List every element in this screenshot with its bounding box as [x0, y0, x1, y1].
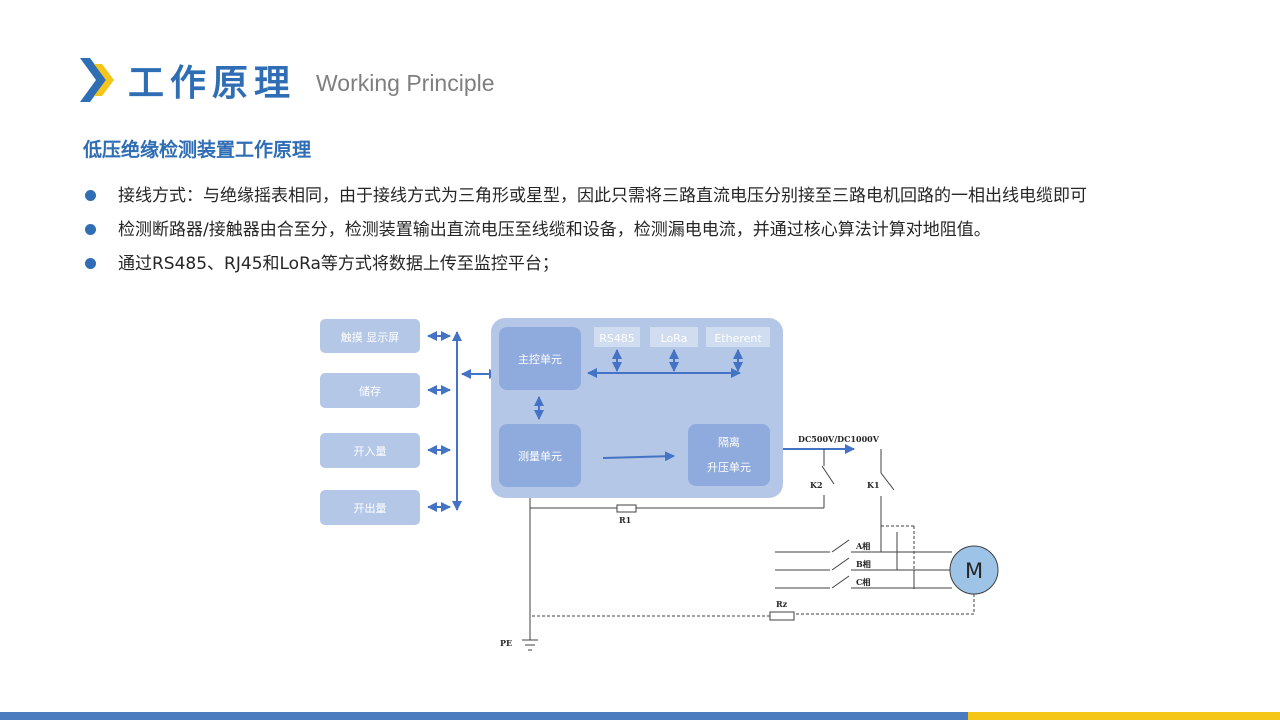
rz-resistor [769, 611, 795, 621]
motor: M [949, 545, 999, 595]
pe-label: PE [500, 638, 512, 648]
peripheral-label: 开出量 [354, 501, 387, 515]
main-unit-label: 主控单元 [518, 352, 562, 366]
rz-leakage-path [530, 594, 975, 617]
bullet-text: 通过RS485、RJ45和LoRa等方式将数据上传至监控平台； [118, 254, 559, 274]
list-item: 检测断路器/接触器由合至分，检测装置输出直流电压至线缆和设备，检测漏电电流，并通… [83, 216, 1087, 250]
peripheral-digital-input: 开入量 [320, 433, 420, 468]
measure-isolation-arrow [602, 451, 675, 462]
switch-k2 [821, 449, 835, 508]
bullet-list: 接线方式：与绝缘摇表相同，由于接线方式为三角形或星型，因此只需将三路直流电压分别… [83, 182, 1087, 284]
peripheral-label: 触摸 显示屏 [341, 330, 400, 344]
peripheral-storage: 储存 [320, 373, 420, 408]
k1-label: K1 [867, 480, 880, 490]
voltage-label: DC500V/DC1000V [798, 434, 880, 444]
comm-label: RS485 [599, 332, 635, 345]
phase-a-label: A相 [855, 541, 870, 551]
bullet-dot-icon [85, 190, 96, 201]
r1-branch [529, 498, 824, 640]
working-principle-diagram: 触摸 显示屏 储存 开入量 开出量 主控单元 RS485 LoRa Ethere… [320, 318, 999, 651]
list-item: 接线方式：与绝缘摇表相同，由于接线方式为三角形或星型，因此只需将三路直流电压分别… [83, 182, 1087, 216]
phase-b-label: B相 [856, 559, 871, 569]
bullet-text: 检测断路器/接触器由合至分，检测装置输出直流电压至线缆和设备，检测漏电电流，并通… [118, 220, 991, 240]
comm-label: Etherent [714, 332, 762, 345]
phase-lines [775, 539, 952, 589]
bullet-text: 接线方式：与绝缘摇表相同，由于接线方式为三角形或星型，因此只需将三路直流电压分别… [118, 186, 1087, 206]
measure-unit-label: 测量单元 [518, 450, 562, 463]
motor-label: M [965, 559, 983, 583]
peripheral-label: 储存 [359, 384, 381, 398]
r1-label: R1 [619, 515, 631, 525]
footer-bar-yellow [968, 712, 1280, 720]
page-title: 工作原理 [128, 63, 297, 104]
peripheral-touch-display: 触摸 显示屏 [320, 319, 420, 353]
comm-rs485: RS485 [594, 327, 640, 347]
boost-label: 升压单元 [707, 461, 751, 474]
footer-bar-blue [0, 712, 968, 720]
comm-lora: LoRa [650, 327, 698, 347]
phase-c-label: C相 [856, 577, 870, 587]
rz-label: Rz [776, 599, 788, 609]
section-subtitle: 低压绝缘检测装置工作原理 [83, 139, 312, 161]
bullet-dot-icon [85, 258, 96, 269]
phase-taps [880, 532, 915, 587]
page-title-english: Working Principle [316, 70, 495, 96]
main-control-unit: 主控单元 [499, 327, 581, 390]
switch-k1 [880, 449, 895, 540]
isolation-label: 隔离 [718, 435, 740, 449]
k2-label: K2 [810, 480, 823, 490]
peripheral-label: 开入量 [354, 445, 387, 458]
bullet-dot-icon [85, 224, 96, 235]
comm-ethernet: Etherent [706, 327, 770, 347]
ground-icon [522, 639, 538, 651]
chevron-logo-icon [80, 58, 114, 102]
measurement-unit: 测量单元 [499, 424, 581, 487]
peripheral-digital-output: 开出量 [320, 490, 420, 525]
list-item: 通过RS485、RJ45和LoRa等方式将数据上传至监控平台； [83, 250, 1087, 284]
comm-label: LoRa [661, 332, 688, 345]
isolation-boost-unit: 隔离 升压单元 [688, 424, 770, 486]
